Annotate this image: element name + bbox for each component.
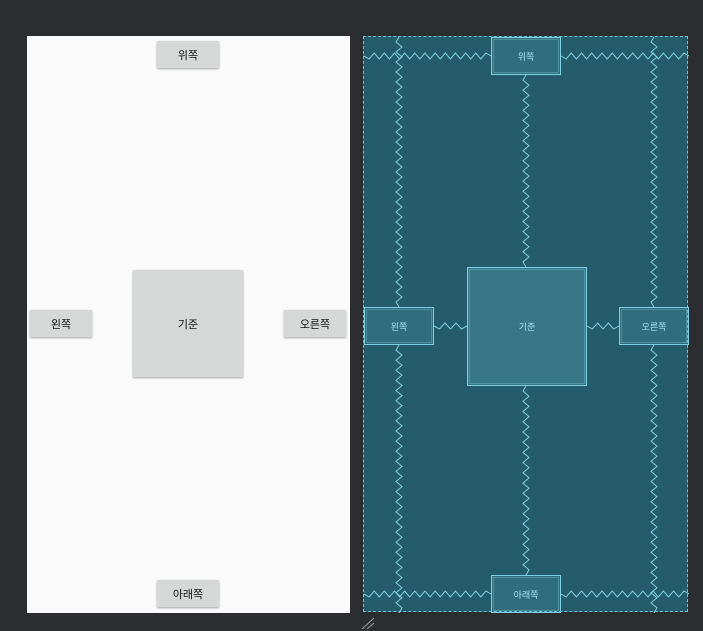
top-button[interactable]: 위쪽	[157, 41, 219, 68]
constraint-center-to-bottom	[522, 385, 530, 576]
constraint-lines	[364, 37, 689, 613]
constraint-top-left	[364, 52, 492, 60]
constraint-center-to-right	[586, 322, 620, 330]
left-button[interactable]: 왼쪽	[30, 310, 92, 337]
blueprint-bottom-button[interactable]: 아래쪽	[491, 575, 561, 613]
design-preview: 위쪽 왼쪽 기준 오른쪽 아래쪽	[27, 36, 350, 613]
blueprint-preview: 위쪽 왼쪽 기준 오른쪽 아래쪽	[363, 36, 689, 613]
constraint-right-top	[650, 37, 658, 308]
blueprint-left-button[interactable]: 왼쪽	[364, 307, 434, 345]
blueprint-right-button[interactable]: 오른쪽	[619, 307, 689, 345]
right-button[interactable]: 오른쪽	[284, 310, 346, 337]
blueprint-top-button[interactable]: 위쪽	[491, 37, 561, 75]
center-button[interactable]: 기준	[133, 270, 243, 377]
resize-handle-icon[interactable]	[360, 616, 376, 630]
constraint-bottom-right	[560, 590, 689, 598]
constraint-left-top	[395, 37, 403, 308]
constraint-top-right	[560, 52, 689, 60]
bottom-button[interactable]: 아래쪽	[157, 580, 219, 607]
constraint-left-to-center	[433, 322, 468, 330]
constraint-left-bottom	[395, 344, 403, 613]
constraint-right-bottom	[650, 344, 658, 613]
blueprint-center-button[interactable]: 기준	[467, 267, 587, 386]
constraint-top-to-center	[522, 74, 530, 268]
constraint-bottom-left	[364, 590, 492, 598]
